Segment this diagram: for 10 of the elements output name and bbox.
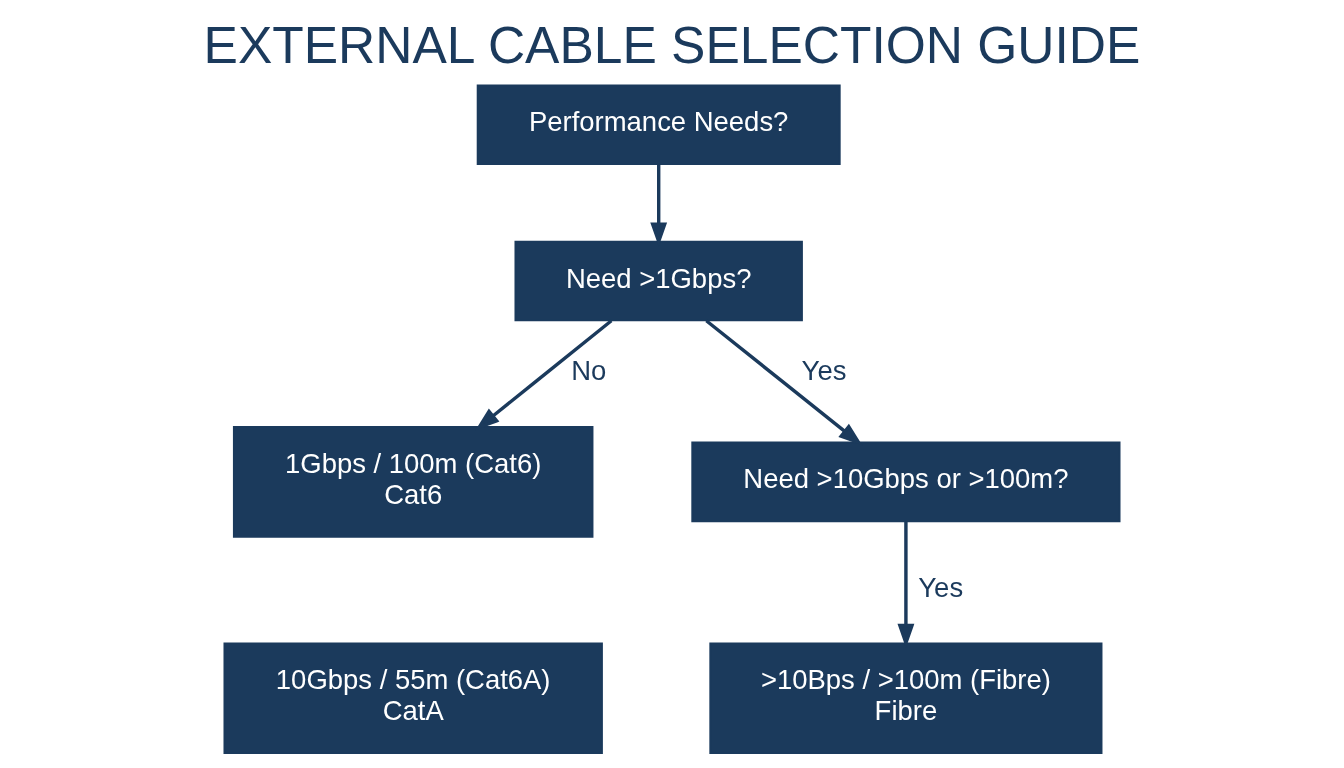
- node-box: 1Gbps / 100m (Cat6) Cat6: [232, 426, 594, 538]
- node-box: Performance Needs?: [476, 84, 841, 166]
- node-box: >10Bps / >100m (Fibre) Fibre: [709, 642, 1103, 754]
- node-box: 10Gbps / 55m (Cat6A) CatA: [223, 642, 603, 754]
- node-box: Need >1Gbps?: [514, 240, 803, 322]
- edge-label: No: [571, 355, 607, 387]
- diagram-title: EXTERNAL CABLE SELECTION GUIDE: [203, 15, 1141, 74]
- edge-label: Yes: [918, 571, 964, 603]
- node-box: Need >10Gbps or >100m?: [691, 441, 1121, 523]
- edge-label: Yes: [801, 355, 847, 387]
